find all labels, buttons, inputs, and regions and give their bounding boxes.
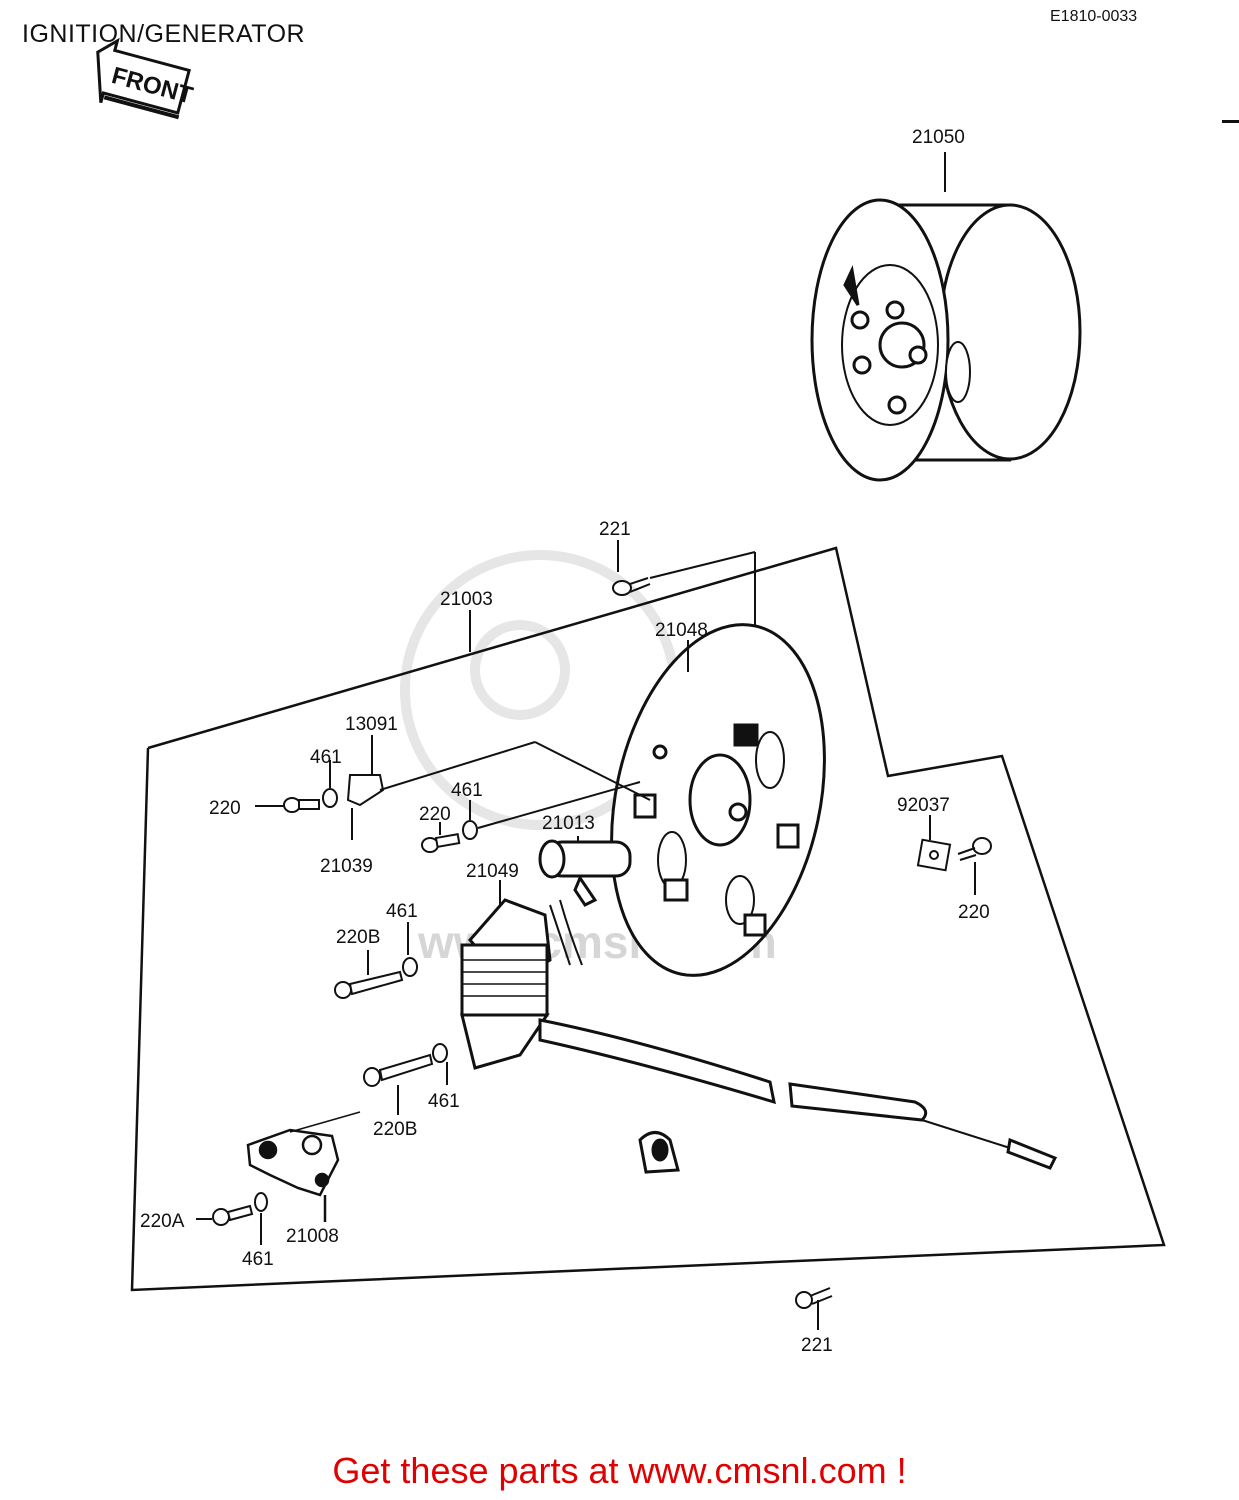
stator-plate: [610, 623, 826, 977]
corner-mark: [1222, 120, 1239, 123]
pulser-coil-21013: [538, 836, 632, 907]
ignition-module-21049: [460, 880, 583, 1070]
bolt-220-a: [255, 760, 338, 813]
label-461-e: 461: [242, 1249, 274, 1270]
label-461-c: 461: [386, 901, 418, 922]
label-220-b: 220: [419, 804, 451, 825]
page-title: IGNITION/GENERATOR: [22, 20, 306, 48]
label-21048: 21048: [655, 620, 708, 641]
clamp-92037: [916, 815, 992, 895]
label-92037: 92037: [897, 795, 950, 816]
bolt-220-b: [421, 781, 641, 853]
footer-link[interactable]: Get these parts at www.cmsnl.com !: [332, 1450, 907, 1491]
label-220A: 220A: [140, 1211, 185, 1232]
label-21003: 21003: [440, 589, 493, 610]
pickup-assembly-21008: [246, 1111, 361, 1222]
label-21050: 21050: [912, 127, 965, 148]
bolt-220B-a: [334, 922, 418, 999]
label-221-bottom: 221: [801, 1335, 833, 1356]
label-461-b: 461: [451, 780, 483, 801]
bolt-220A: [196, 1192, 268, 1245]
bolt-220B-b: [363, 1043, 448, 1115]
reference-code: E1810-0033: [1050, 8, 1138, 25]
flywheel-rotor: [810, 198, 1082, 482]
label-21008: 21008: [286, 1226, 339, 1247]
label-221-top: 221: [599, 519, 631, 540]
bracket-21039: [346, 735, 651, 840]
label-220B-a: 220B: [336, 927, 380, 948]
label-461-a: 461: [310, 747, 342, 768]
grommet: [638, 1131, 680, 1174]
label-220-a: 220: [209, 798, 241, 819]
label-13091: 13091: [345, 714, 398, 735]
label-220B-b: 220B: [373, 1119, 417, 1140]
label-220-c: 220: [958, 902, 990, 923]
label-21013: 21013: [542, 813, 595, 834]
label-461-d: 461: [428, 1091, 460, 1112]
screw-221-bottom: [795, 1287, 833, 1330]
assembly-outline: [130, 546, 1166, 1292]
label-21049: 21049: [466, 861, 519, 882]
wire-harness: [538, 1018, 1058, 1170]
exploded-parts-diagram: FRONT www.cmsnl.com: [96, 37, 1166, 1356]
label-21039: 21039: [320, 856, 373, 877]
front-arrow-icon: FRONT: [96, 37, 196, 120]
